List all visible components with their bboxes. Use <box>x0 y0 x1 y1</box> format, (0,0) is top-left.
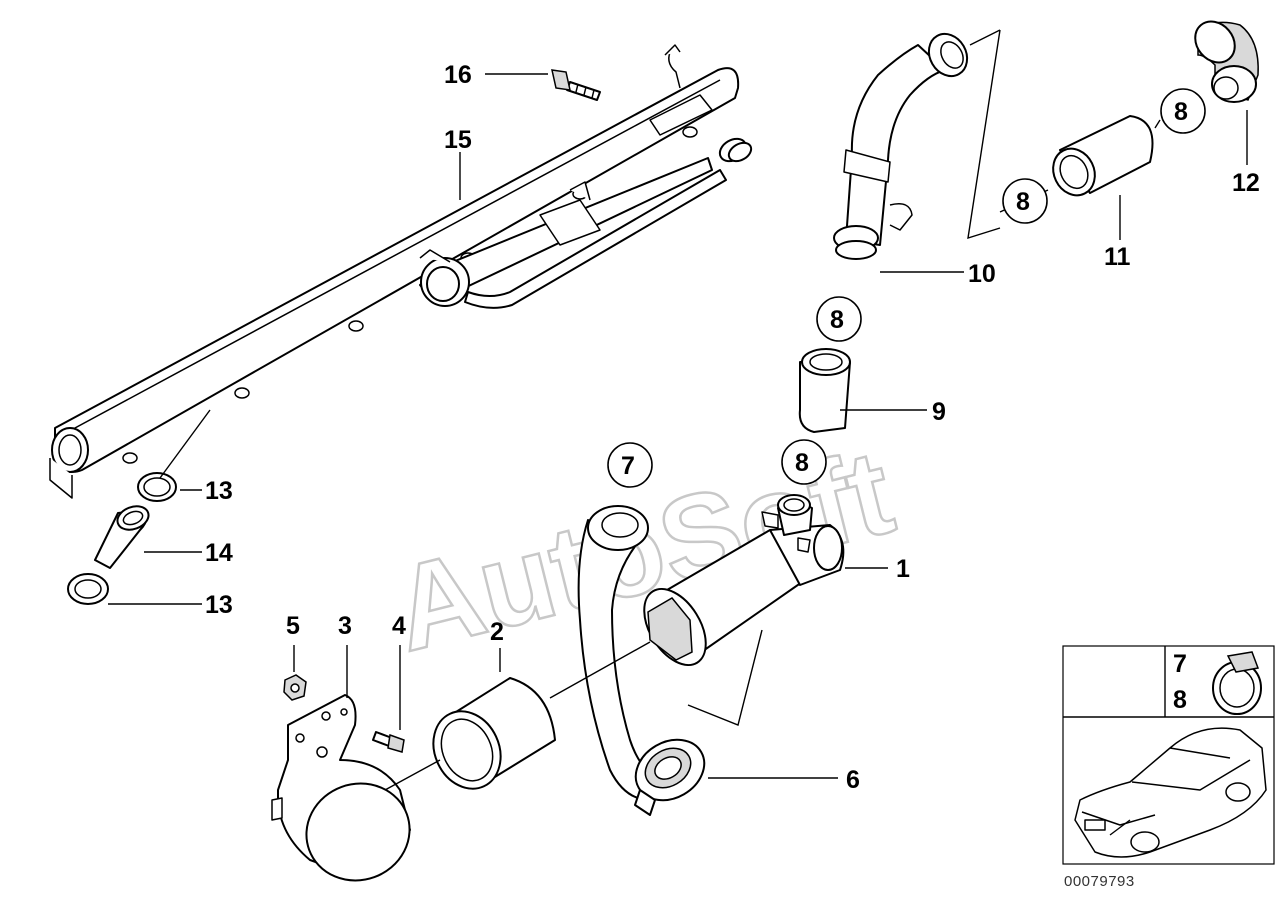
callout-11: 11 <box>1104 243 1131 271</box>
sleeve-9[interactable] <box>798 348 851 433</box>
elbow-connector-12[interactable] <box>1187 14 1259 103</box>
callout-circle-8-right: 8 <box>1002 178 1048 224</box>
seal-ring-13-lower[interactable] <box>67 573 109 605</box>
callout-12: 12 <box>1232 169 1260 197</box>
sleeve-11[interactable] <box>1046 115 1154 202</box>
legend-label-7: 7 <box>1173 650 1187 678</box>
hose-10[interactable] <box>833 27 975 260</box>
leader-lines <box>108 29 1248 791</box>
callout-6: 6 <box>846 766 860 794</box>
car-location-icon <box>1074 727 1267 858</box>
reference-number: 00079793 <box>1064 873 1135 890</box>
bracket-3[interactable] <box>271 694 423 895</box>
callout-13-lower: 13 <box>205 591 233 619</box>
callout-4: 4 <box>392 612 406 640</box>
screw-4[interactable] <box>372 731 405 753</box>
callout-5: 5 <box>286 612 300 640</box>
svg-text:8: 8 <box>1174 98 1188 126</box>
callout-1: 1 <box>896 555 910 583</box>
callout-15: 15 <box>444 126 472 154</box>
callout-3: 3 <box>338 612 352 640</box>
nut-5[interactable] <box>283 674 307 701</box>
pump-1[interactable] <box>632 494 845 676</box>
legend-box: 7 8 <box>1062 645 1275 865</box>
rubber-mount-2[interactable] <box>421 677 556 800</box>
seal-ring-13-upper[interactable] <box>137 472 177 502</box>
hose-clamp-icon <box>1212 651 1262 715</box>
valve-6[interactable] <box>625 728 715 816</box>
callout-10: 10 <box>968 260 996 288</box>
svg-text:8: 8 <box>1016 188 1030 216</box>
bolt-16[interactable] <box>551 69 601 101</box>
svg-text:8: 8 <box>795 449 809 477</box>
svg-text:8: 8 <box>830 306 844 334</box>
callout-14: 14 <box>205 539 233 567</box>
svg-text:7: 7 <box>621 452 635 480</box>
callout-2: 2 <box>490 618 504 646</box>
callout-circle-7: 7 <box>607 442 653 488</box>
legend-label-8: 8 <box>1173 686 1187 714</box>
fuel-rail[interactable] <box>49 44 754 499</box>
callout-circle-8-top-right: 8 <box>1160 88 1206 134</box>
callout-circle-8-middle: 8 <box>816 296 862 342</box>
callout-13-upper: 13 <box>205 477 233 505</box>
callout-9: 9 <box>932 398 946 426</box>
callout-16: 16 <box>444 61 472 89</box>
sleeve-14[interactable] <box>94 502 152 569</box>
callout-circle-8-lower: 8 <box>781 439 827 485</box>
